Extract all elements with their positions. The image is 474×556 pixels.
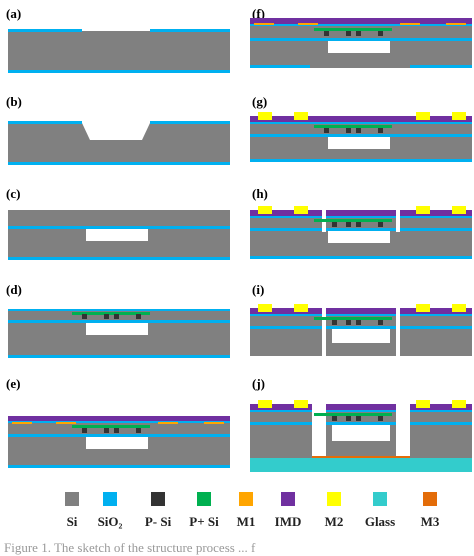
cross-section-j [250, 400, 472, 472]
legend-swatch-p-plus-si [197, 492, 211, 506]
figure-caption: Figure 1. The sketch of the structure pr… [4, 540, 256, 555]
panel-label-e: (e) [6, 376, 21, 391]
legend-swatch-si [65, 492, 79, 506]
legend-item-imd: IMD [258, 492, 318, 530]
legend-item-sio2: SiO₂ [80, 492, 140, 530]
legend-label-m3: M3 [420, 514, 440, 529]
legend-item-glass: Glass [350, 492, 410, 530]
legend-swatch-m1 [239, 492, 253, 506]
cross-section-d [8, 309, 230, 358]
legend-item-m3: M3 [400, 492, 460, 530]
legend-label-m2: M2 [324, 514, 344, 529]
panel-label-g: (g) [252, 94, 268, 109]
legend-swatch-m3 [423, 492, 437, 506]
panel-label-f: (f) [252, 6, 265, 21]
legend-item-p-minus-si: P- Si [128, 492, 188, 530]
panel-label-b: (b) [6, 94, 22, 109]
legend-label-glass: Glass [364, 514, 396, 529]
legend-item-m1: M1 [216, 492, 276, 530]
cross-section-g [250, 112, 472, 162]
legend-label-sio2: SiO₂ [97, 514, 123, 529]
legend-label-p-plus-si: P+ Si [189, 514, 219, 529]
legend-swatch-imd [281, 492, 295, 506]
legend-swatch-glass [373, 492, 387, 506]
cross-section-i [250, 304, 472, 356]
cross-section-f [250, 18, 472, 68]
panel-label-h: (h) [252, 186, 268, 201]
legend-item-m2: M2 [304, 492, 364, 530]
legend-item-si: Si [42, 492, 102, 530]
panel-label-i: (i) [252, 282, 265, 297]
legend-label-p-minus-si: P- Si [144, 514, 172, 529]
legend-swatch-p-minus-si [151, 492, 165, 506]
legend-swatch-sio2 [103, 492, 117, 506]
cross-section-h [250, 206, 472, 259]
legend-label-si: Si [66, 514, 78, 529]
legend-item-p-plus-si: P+ Si [174, 492, 234, 530]
panel-label-c: (c) [6, 186, 21, 201]
cross-section-a [8, 29, 230, 73]
panel-label-d: (d) [6, 282, 22, 297]
cross-section-e [8, 416, 230, 468]
legend-label-imd: IMD [274, 514, 302, 529]
legend-swatch-m2 [327, 492, 341, 506]
panel-label-a: (a) [6, 6, 22, 21]
panel-label-j: (j) [252, 376, 265, 391]
legend-label-m1: M1 [236, 514, 256, 529]
cross-section-b [8, 121, 230, 165]
cross-section-c [8, 210, 230, 260]
